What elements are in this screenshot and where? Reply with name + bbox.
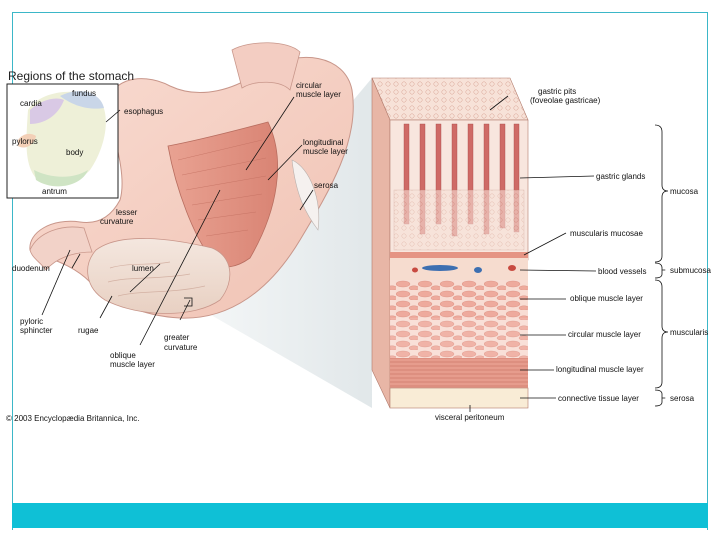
- label-rugae: rugae: [78, 326, 99, 335]
- label-longitudinal-2: muscle layer: [303, 147, 348, 156]
- label-oblique-1: oblique: [110, 351, 136, 360]
- label-pyloric-2: sphincter: [20, 326, 53, 335]
- inset-title: Regions of the stomach: [8, 69, 134, 83]
- label-longitudinal-1: longitudinal: [303, 138, 344, 147]
- stomach-illustration: [29, 42, 354, 319]
- label-oblique-2: muscle layer: [110, 360, 155, 369]
- label-serosa: serosa: [314, 181, 339, 190]
- copyright-text: © 2003 Encyclopædia Britannica, Inc.: [6, 414, 140, 423]
- bottom-bar: [12, 503, 708, 528]
- frame-right-line: [707, 12, 708, 530]
- label-gastric-pits-1: gastric pits: [538, 87, 576, 96]
- label-lesser-2: curvature: [100, 217, 134, 226]
- label-lumen: lumen: [132, 264, 154, 273]
- label-greater-1: greater: [164, 333, 190, 342]
- frame-left-line: [12, 12, 13, 530]
- layer-braces: [654, 124, 669, 407]
- inset-cardia-label: cardia: [20, 99, 42, 108]
- label-circular-2: muscle layer: [296, 90, 341, 99]
- label-gastric-glands: gastric glands: [596, 172, 645, 181]
- label-muscularis-mucosae: muscularis mucosae: [570, 229, 643, 238]
- label-duodenum: duodenum: [12, 264, 50, 273]
- inset-fundus-label: fundus: [72, 89, 96, 98]
- label-pyloric-1: pyloric: [20, 317, 43, 326]
- label-serosa-layer: serosa: [670, 394, 695, 403]
- label-muscularis: muscularis: [670, 328, 708, 337]
- label-blood-vessels: blood vessels: [598, 267, 646, 276]
- label-mucosa: mucosa: [670, 187, 699, 196]
- label-lesser-1: lesser: [116, 208, 138, 217]
- label-circular-layer: circular muscle layer: [568, 330, 641, 339]
- regions-inset: Regions of the stomach fundus cardia pyl…: [6, 69, 134, 199]
- label-gastric-pits-2: (foveolae gastricae): [530, 96, 601, 105]
- label-oblique-layer: oblique muscle layer: [570, 294, 643, 303]
- leader-lines: [41, 95, 597, 412]
- label-circular-1: circular: [296, 81, 322, 90]
- label-longitudinal-layer: longitudinal muscle layer: [556, 365, 644, 374]
- label-greater-2: curvature: [164, 343, 198, 352]
- frame-top-line: [12, 12, 708, 13]
- label-submucosa: submucosa: [670, 266, 711, 275]
- stomach-wall-section: [371, 77, 529, 409]
- label-esophagus: esophagus: [124, 107, 163, 116]
- inset-body-label: body: [66, 148, 83, 157]
- label-connective-layer: connective tissue layer: [558, 394, 639, 403]
- label-visceral-peritoneum: visceral peritoneum: [435, 413, 505, 422]
- inset-pylorus-label: pylorus: [12, 137, 38, 146]
- inset-antrum-label: antrum: [42, 187, 67, 196]
